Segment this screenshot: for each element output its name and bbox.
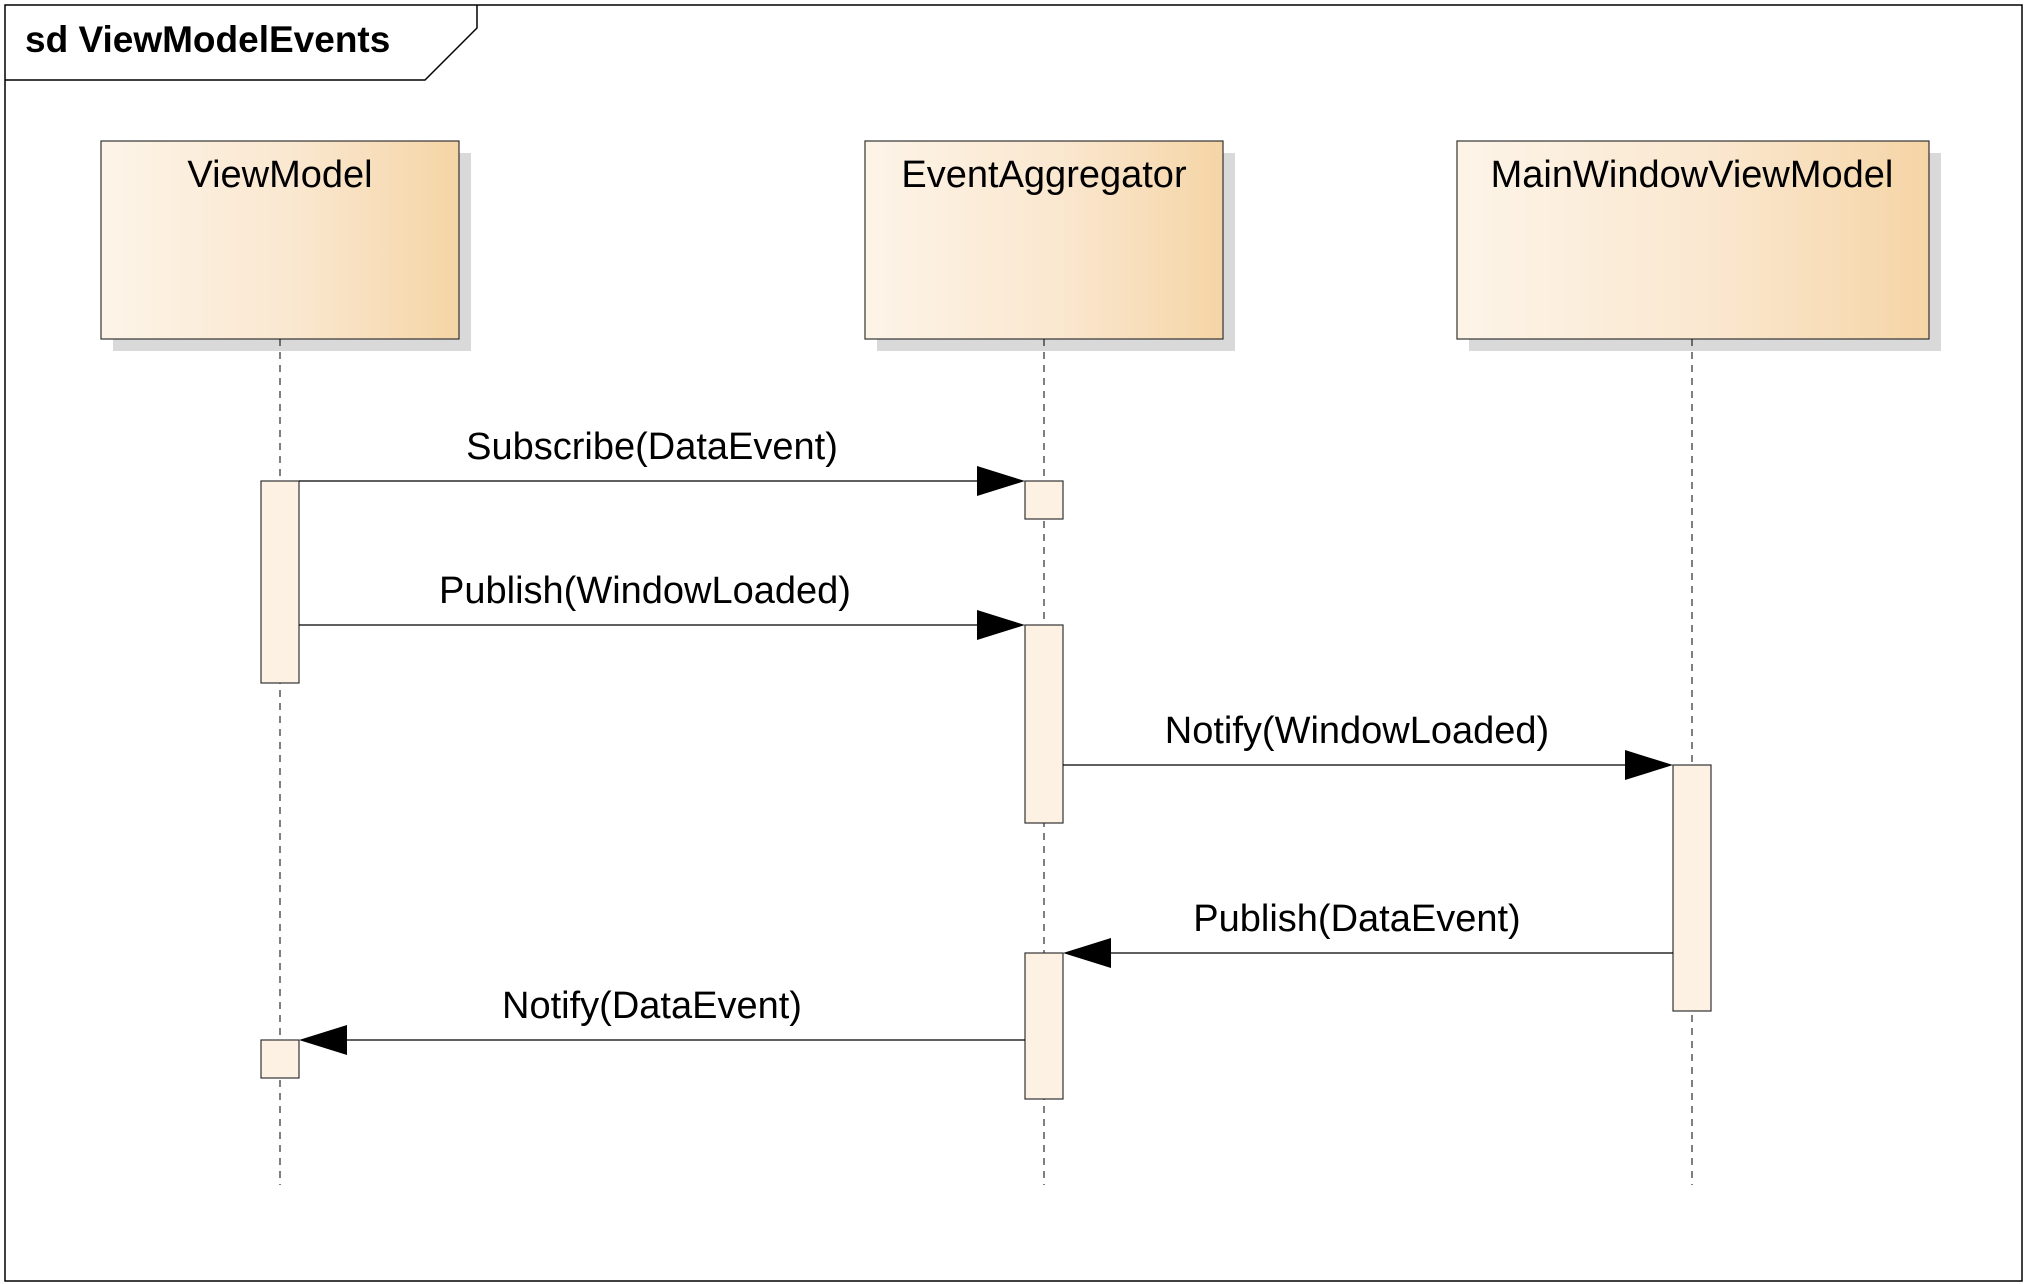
arrowhead-icon [299,1025,347,1055]
lifeline-mainwindowviewmodel: MainWindowViewModel [1456,140,1941,1185]
message-label-publish-windowloaded: Publish(WindowLoaded) [439,570,851,612]
message-notify-dataevent: Notify(DataEvent) [299,985,1025,1055]
arrowhead-icon [1625,750,1673,780]
activation-eventaggregator-3 [1024,952,1064,1100]
message-label-notify-windowloaded: Notify(WindowLoaded) [1165,710,1549,752]
lifeline-head-mainwindowviewmodel [1456,140,1930,340]
activation-viewmodel-2 [260,1039,300,1079]
message-publish-windowloaded: Publish(WindowLoaded) [299,570,1025,640]
lifeline-label-eventaggregator: EventAggregator [901,154,1187,196]
arrowhead-icon [1063,938,1111,968]
message-label-subscribe: Subscribe(DataEvent) [466,426,838,468]
activation-eventaggregator-1 [1024,480,1064,520]
message-label-notify-dataevent: Notify(DataEvent) [502,985,802,1027]
frame-title-tab [5,5,478,81]
arrowhead-icon [977,466,1025,496]
arrowhead-icon [977,610,1025,640]
lifeline-label-viewmodel: ViewModel [187,154,372,196]
lifeline-eventaggregator: EventAggregator [864,140,1235,1185]
message-notify-windowloaded: Notify(WindowLoaded) [1063,710,1673,780]
activation-mainwindowviewmodel-1 [1672,764,1712,1012]
activation-eventaggregator-2 [1024,624,1064,824]
lifeline-viewmodel: ViewModel [100,140,471,1185]
frame-title: sd ViewModelEvents [25,19,390,60]
activation-viewmodel-1 [260,480,300,684]
message-subscribe: Subscribe(DataEvent) [299,426,1025,496]
message-label-publish-dataevent: Publish(DataEvent) [1193,898,1520,940]
lifeline-head-eventaggregator [864,140,1224,340]
lifeline-label-mainwindowviewmodel: MainWindowViewModel [1491,154,1894,196]
message-publish-dataevent: Publish(DataEvent) [1063,898,1673,968]
